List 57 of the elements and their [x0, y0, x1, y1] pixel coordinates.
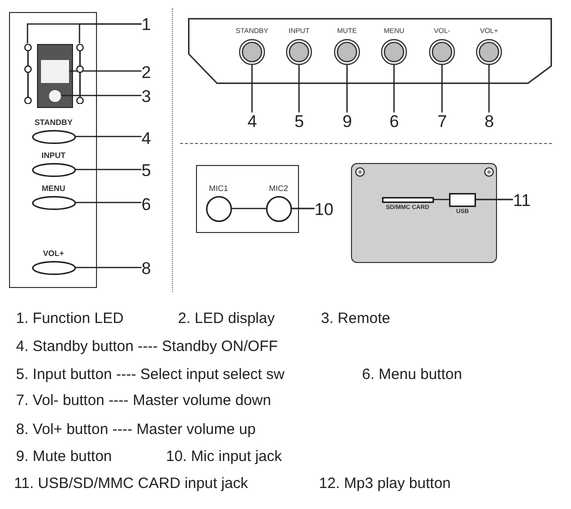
callout-description: 8. Vol+ button ---- Master volume up — [16, 421, 256, 439]
callout-description: 4. Standby button ---- Standby ON/OFF — [16, 338, 278, 356]
callout-number: 8 — [484, 112, 494, 130]
callout-description: 5. Input button ---- Select input select sw — [16, 366, 284, 384]
leader-line — [298, 65, 300, 112]
leader-line — [76, 202, 142, 204]
callout-number: 5 — [142, 162, 151, 178]
callout-number: 4 — [142, 130, 151, 146]
callout-number: 2 — [142, 64, 151, 80]
callout-description: 11. USB/SD/MMC CARD input jack — [14, 475, 248, 493]
leader-line — [76, 168, 142, 170]
control-label: INPUT — [42, 150, 66, 160]
callout-description: 9. Mute button — [16, 448, 112, 466]
display-unit — [36, 44, 72, 108]
callout-description: 7. Vol- button ---- Master volume down — [16, 392, 272, 410]
front-panel — [9, 12, 97, 288]
card-reader-module — [351, 163, 497, 263]
leader-line — [60, 94, 142, 96]
callout-description: 3. Remote — [321, 310, 390, 328]
callout-number: 10 — [314, 200, 334, 218]
leader-line — [76, 266, 142, 268]
remote-sensor — [48, 90, 60, 102]
control-panel — [188, 18, 552, 84]
leader-line — [251, 65, 253, 112]
callout-number: 3 — [142, 88, 151, 104]
jack-panel — [196, 165, 299, 233]
control-label: VOL+ — [42, 248, 64, 258]
led-strip — [76, 44, 84, 104]
callout-number: 5 — [294, 112, 304, 130]
callout-description: 6. Menu button — [362, 366, 462, 384]
jack-label: MIC2 — [268, 184, 288, 194]
control-label: MENU — [42, 184, 66, 194]
display-window — [40, 60, 68, 82]
leader-line — [488, 65, 490, 112]
control-label: STANDBY — [34, 118, 73, 128]
leader-line — [441, 65, 443, 112]
leader-line — [76, 136, 142, 138]
callout-number: 6 — [390, 112, 399, 130]
callout-number: 8 — [142, 260, 151, 276]
leader-line — [68, 70, 142, 72]
leader-line — [346, 65, 348, 112]
callout-number: 4 — [248, 112, 257, 130]
callout-number: 9 — [342, 112, 352, 130]
callout-description: 10. Mic input jack — [166, 448, 282, 466]
callout-number: 11 — [513, 192, 531, 208]
callout-number: 6 — [142, 196, 151, 212]
leader-line — [393, 65, 395, 112]
callout-description: 1. Function LED — [16, 310, 124, 328]
leader-line — [78, 23, 142, 44]
jack-label: MIC1 — [208, 184, 228, 194]
led-strip — [24, 44, 32, 104]
callout-description: 12. Mp3 play button — [319, 475, 451, 493]
callout-description: 2. LED display — [178, 310, 275, 328]
callout-number: 1 — [142, 16, 151, 32]
leader-line — [292, 208, 314, 210]
callout-number: 7 — [438, 112, 447, 130]
leader-line — [476, 198, 513, 200]
